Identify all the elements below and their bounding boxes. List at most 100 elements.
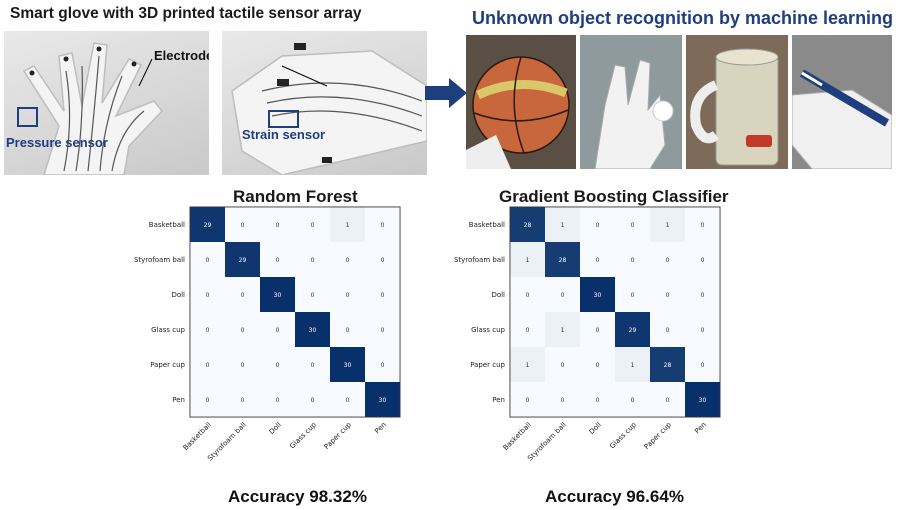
- matrix-cell: [330, 347, 365, 382]
- matrix-cell: [365, 382, 400, 417]
- matrix-cell: [685, 312, 720, 347]
- matrix-cell: [615, 312, 650, 347]
- matrix-cell: [685, 277, 720, 312]
- cell-value: 0: [311, 397, 315, 404]
- y-tick-label: Pen: [172, 396, 185, 404]
- matrix-cell: [685, 382, 720, 417]
- photo-basketball: [466, 35, 576, 169]
- cell-value: 0: [701, 222, 705, 229]
- cell-value: 0: [241, 397, 245, 404]
- cell-value: 0: [206, 257, 210, 264]
- matrix-cell: [330, 242, 365, 277]
- cell-value: 0: [311, 222, 315, 229]
- cell-value: 1: [561, 327, 565, 334]
- matrix-cell: [615, 382, 650, 417]
- y-tick-label: Glass cup: [151, 326, 185, 334]
- strain-sensor-label: Strain sensor: [242, 127, 326, 142]
- pressure-sensor-marker: [17, 107, 38, 127]
- gbc-chart-title: Gradient Boosting Classifier: [499, 187, 729, 206]
- matrix-cell: [615, 242, 650, 277]
- cell-value: 0: [631, 292, 635, 299]
- y-tick-label: Pen: [492, 396, 505, 404]
- x-tick-label: Pen: [373, 421, 388, 436]
- cell-value: 0: [311, 292, 315, 299]
- cell-value: 29: [204, 222, 212, 229]
- cell-value: 1: [346, 222, 350, 229]
- matrix-cell: [580, 242, 615, 277]
- matrix-cell: [650, 207, 685, 242]
- cell-value: 0: [701, 292, 705, 299]
- y-tick-label: Basketball: [469, 221, 505, 229]
- right-arrow-icon: [425, 78, 467, 108]
- matrix-cell: [615, 347, 650, 382]
- cell-value: 28: [664, 362, 672, 369]
- matrix-cell: [685, 207, 720, 242]
- matrix-cell: [260, 277, 295, 312]
- glove-photo-side: Strain sensor: [222, 31, 427, 175]
- matrix-cell: [580, 382, 615, 417]
- matrix-cell: [225, 312, 260, 347]
- matrix-cell: [650, 242, 685, 277]
- matrix-cell: [545, 312, 580, 347]
- cell-value: 0: [701, 362, 705, 369]
- matrix-cell: [225, 277, 260, 312]
- matrix-cell: [545, 242, 580, 277]
- matrix-cell: [260, 382, 295, 417]
- cell-value: 28: [524, 222, 532, 229]
- cell-value: 0: [206, 362, 210, 369]
- cell-value: 0: [596, 327, 600, 334]
- y-tick-label: Doll: [491, 291, 505, 299]
- cell-value: 0: [666, 257, 670, 264]
- cell-value: 0: [631, 397, 635, 404]
- cell-value: 0: [241, 362, 245, 369]
- matrix-cell: [650, 382, 685, 417]
- matrix-cell: [545, 382, 580, 417]
- cell-value: 0: [346, 327, 350, 334]
- y-tick-label: Paper cup: [470, 361, 505, 369]
- matrix-cell: [545, 207, 580, 242]
- photo-pen: [792, 35, 892, 169]
- matrix-border: [509, 206, 721, 418]
- matrix-cell: [190, 347, 225, 382]
- matrix-cell: [295, 382, 330, 417]
- cell-value: 0: [701, 257, 705, 264]
- cell-value: 0: [381, 257, 385, 264]
- matrix-cell: [510, 242, 545, 277]
- cell-value: 0: [276, 397, 280, 404]
- cell-value: 0: [381, 327, 385, 334]
- cell-value: 0: [311, 257, 315, 264]
- cell-value: 0: [206, 397, 210, 404]
- matrix-cell: [510, 207, 545, 242]
- cell-value: 0: [381, 222, 385, 229]
- matrix-cell: [330, 207, 365, 242]
- y-tick-label: Paper cup: [150, 361, 185, 369]
- matrix-cell: [615, 277, 650, 312]
- x-tick-label: Paper cup: [323, 420, 354, 451]
- matrix-cell: [295, 347, 330, 382]
- glove-photo-front: Electrode Pressure sensor: [4, 31, 209, 175]
- photo-styrofoam-ball: [580, 35, 682, 169]
- matrix-cell: [190, 207, 225, 242]
- cell-value: 1: [526, 257, 530, 264]
- x-tick-label: Doll: [588, 421, 603, 436]
- matrix-cell: [190, 242, 225, 277]
- glove-side-illustration: [231, 43, 427, 175]
- matrix-cell: [190, 312, 225, 347]
- pressure-sensor-label: Pressure sensor: [6, 135, 108, 150]
- cell-value: 30: [379, 397, 387, 404]
- matrix-cell: [295, 207, 330, 242]
- cell-value: 30: [309, 327, 317, 334]
- cell-value: 0: [276, 362, 280, 369]
- cell-value: 1: [526, 362, 530, 369]
- cell-value: 0: [276, 222, 280, 229]
- y-tick-label: Glass cup: [471, 326, 505, 334]
- cell-value: 30: [344, 362, 352, 369]
- cell-value: 0: [241, 292, 245, 299]
- matrix-cell: [580, 277, 615, 312]
- cell-value: 0: [346, 257, 350, 264]
- rf-chart-title: Random Forest: [233, 187, 358, 206]
- cell-value: 0: [526, 327, 530, 334]
- cell-value: 0: [346, 292, 350, 299]
